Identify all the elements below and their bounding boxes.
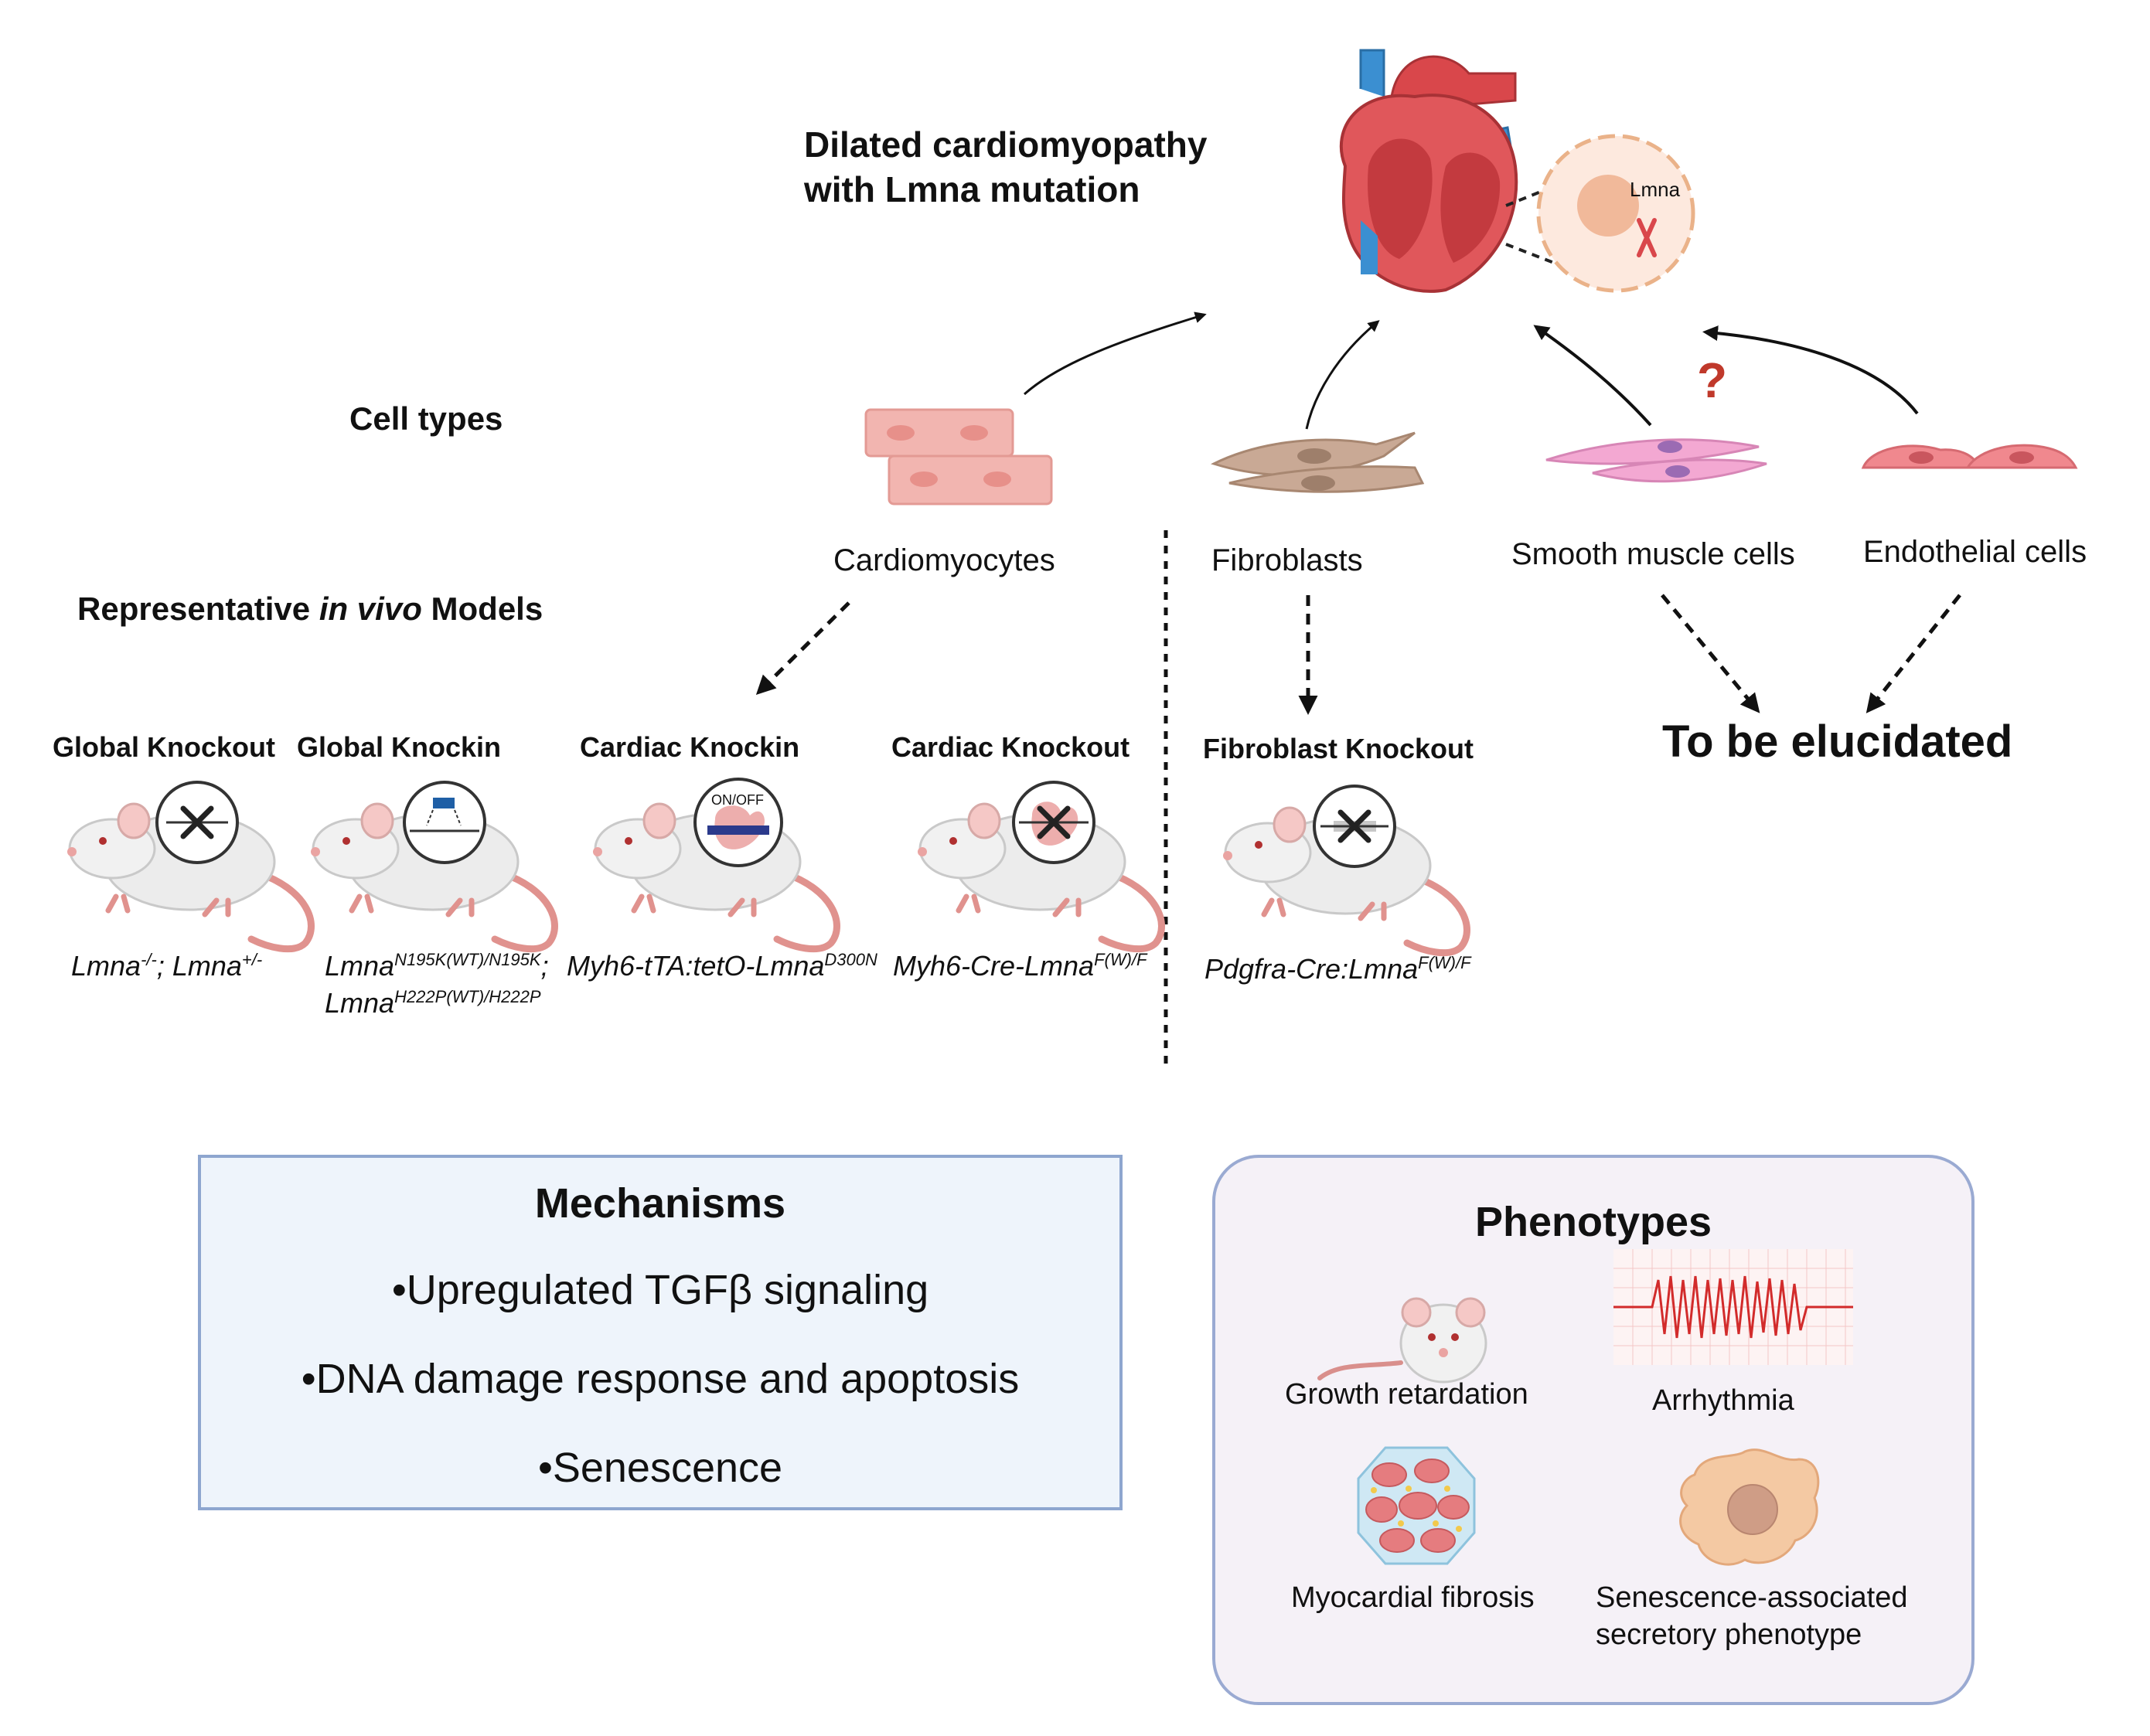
- cardiac-knockout-icon: [1012, 781, 1095, 864]
- title-line-1: Dilated cardiomyopathy: [804, 124, 1208, 165]
- cardiomyocyte-icon: [864, 408, 1053, 505]
- mechanism-item: •DNA damage response and apoptosis: [301, 1356, 1020, 1402]
- question-mark: ?: [1697, 352, 1728, 408]
- knockin-gene-icon: [403, 781, 486, 864]
- fibroblasts-label: Fibroblasts: [1211, 543, 1363, 577]
- model-title-global-knockin: Global Knockin: [297, 731, 502, 763]
- genotype-global-knockin: LmnaN195K(WT)/N195K; LmnaH222P(WT)/H222P: [325, 950, 549, 1019]
- endothelial-label: Endothelial cells: [1863, 535, 2087, 569]
- mechanism-item: •Upregulated TGFβ signaling: [391, 1267, 929, 1313]
- fibroblast-knockout-icon: [1313, 785, 1396, 868]
- model-title-fibroblast-knockout: Fibroblast Knockout: [1203, 733, 1474, 764]
- genotype-cardiac-knockin: Myh6-tTA:tetO-LmnaD300N: [567, 950, 877, 982]
- mechanism-item: •Senescence: [537, 1445, 783, 1491]
- mechanisms-box: Mechanisms •Upregulated TGFβ signaling •…: [198, 1155, 1123, 1510]
- mouse-icon: [1317, 1297, 1487, 1384]
- heart-icon: [1340, 49, 1518, 293]
- model-title-global-knockout: Global Knockout: [53, 731, 275, 763]
- knockout-cross-icon: [155, 781, 239, 864]
- arrhythmia-label: Arrhythmia: [1652, 1384, 1794, 1417]
- growth-retardation-label: Growth retardation: [1285, 1378, 1528, 1411]
- main-title: Dilated cardiomyopathy with Lmna mutatio…: [804, 122, 1207, 212]
- model-title-cardiac-knockin: Cardiac Knockin: [580, 731, 800, 763]
- smooth-muscle-cell-icon: [1545, 438, 1767, 483]
- to-be-elucidated: To be elucidated: [1662, 717, 2013, 767]
- sasp-label-line-2: secretory phenotype: [1596, 1619, 1862, 1651]
- myocardial-fibrosis-label: Myocardial fibrosis: [1291, 1581, 1535, 1614]
- genotype-fibroblast-knockout: Pdgfra-Cre:LmnaF(W)/F: [1204, 953, 1471, 985]
- smooth-muscle-label: Smooth muscle cells: [1511, 537, 1795, 571]
- on-off-label: ON/OFF: [711, 792, 764, 808]
- genotype-global-knockout: Lmna-/-; Lmna+/-: [71, 950, 263, 982]
- mechanisms-title: Mechanisms: [534, 1180, 786, 1227]
- phenotypes-title: Phenotypes: [1474, 1199, 1712, 1245]
- nucleus-label: Lmna: [1630, 178, 1681, 201]
- ecg-icon: [1613, 1249, 1853, 1365]
- endothelial-cell-icon: [1861, 444, 2078, 469]
- sasp-label-line-1: Senescence-associated: [1596, 1581, 1908, 1614]
- fibrosis-tissue-icon: [1357, 1446, 1476, 1565]
- chromosome-icon: [1637, 218, 1657, 257]
- models-heading: Representative in vivo Models: [77, 591, 543, 627]
- senescent-cell-icon: [1679, 1448, 1820, 1566]
- title-line-2: with Lmna mutation: [804, 169, 1140, 209]
- fibroblast-icon: [1210, 431, 1425, 493]
- model-title-cardiac-knockout: Cardiac Knockout: [891, 731, 1130, 763]
- phenotypes-box: Phenotypes Growth retardation Arrhythmia: [1212, 1155, 1975, 1705]
- nucleus-icon: [1536, 134, 1695, 293]
- cardiomyocytes-label: Cardiomyocytes: [833, 543, 1055, 577]
- genotype-cardiac-knockout: Myh6-Cre-LmnaF(W)/F: [893, 950, 1147, 982]
- sasp-label: Senescence-associated secretory phenotyp…: [1596, 1579, 1907, 1653]
- cardiac-knockin-icon: [693, 778, 783, 867]
- cell-types-heading: Cell types: [349, 400, 503, 437]
